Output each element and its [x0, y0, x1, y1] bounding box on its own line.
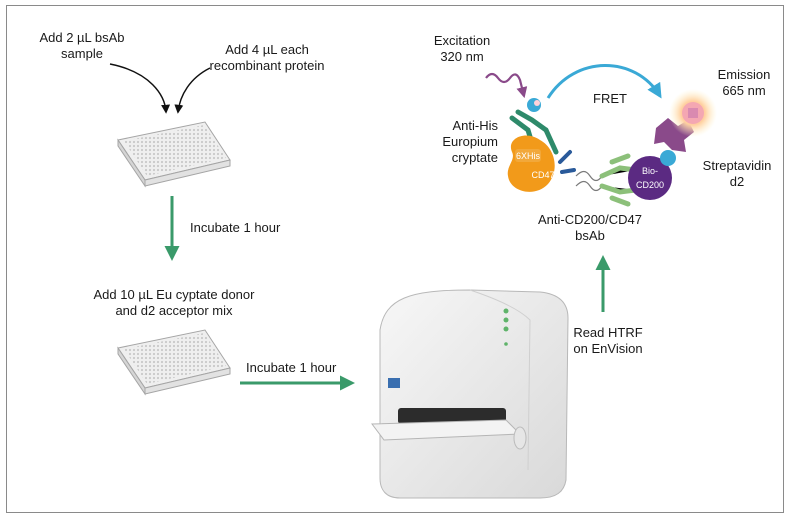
six-his-tag-label: 6XHis [516, 151, 541, 161]
protein-arrow [174, 67, 211, 114]
fret-label: FRET [593, 91, 627, 106]
fret-arrow [546, 64, 662, 99]
sample-arrow [109, 63, 171, 114]
bsab-antibody [558, 150, 639, 207]
microplate-top [117, 121, 231, 188]
incubate-1-label: Incubate 1 hour [190, 220, 281, 235]
emission-glow [669, 89, 717, 137]
excitation-wave [485, 72, 528, 99]
cd200-label: CD200 [636, 180, 664, 190]
envision-instrument [371, 289, 569, 499]
bio-label: Bio- [642, 166, 658, 176]
europium-donor [527, 98, 541, 112]
cd47-protein: 6XHis CD47 [507, 135, 555, 192]
cd200-protein: Bio- CD200 [628, 156, 672, 200]
microplate-bottom [117, 329, 231, 396]
incubate-2-label: Incubate 1 hour [246, 360, 337, 375]
cd47-label: CD47 [531, 170, 554, 180]
